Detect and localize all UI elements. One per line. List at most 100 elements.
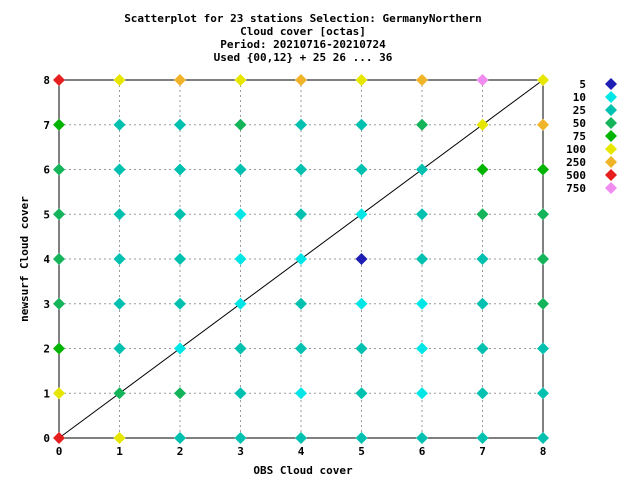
data-point [174, 342, 186, 355]
legend-label: 25 [573, 104, 586, 117]
legend-marker [605, 143, 617, 155]
data-point [234, 253, 247, 265]
data-point [476, 297, 489, 310]
data-point [537, 432, 549, 444]
data-point [355, 297, 368, 310]
y-tick-label: 7 [43, 119, 50, 132]
x-tick-label: 2 [177, 445, 184, 458]
data-point [476, 118, 489, 131]
data-point [295, 74, 307, 86]
data-point [295, 118, 307, 131]
title-line-1: Scatterplot for 23 stations Selection: G… [124, 12, 482, 25]
y-tick-label: 5 [43, 208, 50, 221]
data-point [53, 163, 65, 176]
data-point [476, 342, 489, 355]
data-point [174, 387, 186, 400]
title-line-3: Period: 20210716-20210724 [220, 38, 386, 51]
x-tick-label: 3 [237, 445, 244, 458]
y-tick-label: 2 [43, 343, 50, 356]
data-point [355, 253, 368, 265]
data-point [476, 163, 489, 176]
data-point [355, 118, 368, 131]
data-point [234, 432, 247, 444]
data-point [537, 253, 549, 265]
data-point [416, 74, 428, 86]
data-point [476, 432, 489, 444]
data-point [476, 387, 489, 400]
data-point [416, 208, 428, 221]
data-point [113, 297, 126, 310]
legend-marker [605, 169, 617, 181]
legend-label: 250 [566, 156, 586, 169]
data-point [416, 118, 428, 131]
data-point [295, 297, 307, 310]
data-point [416, 432, 428, 444]
data-point [537, 342, 549, 355]
data-point [234, 163, 247, 176]
legend-label: 100 [566, 143, 586, 156]
data-point [537, 297, 549, 310]
data-point [476, 208, 489, 221]
data-point [355, 74, 368, 86]
data-point [234, 118, 247, 131]
data-point [113, 342, 126, 355]
data-point [355, 208, 368, 221]
title-line-4: Used {00,12} + 25 26 ... 36 [214, 51, 393, 64]
data-point [113, 387, 126, 400]
data-point [234, 208, 247, 221]
data-point [295, 208, 307, 221]
legend-marker [605, 91, 617, 103]
legend-label: 50 [573, 117, 586, 130]
x-tick-label: 0 [56, 445, 63, 458]
x-tick-label: 7 [479, 445, 486, 458]
title-line-2: Cloud cover [octas] [240, 25, 366, 38]
data-point [355, 387, 368, 400]
x-axis-title: OBS Cloud cover [253, 464, 353, 477]
data-point [174, 253, 186, 265]
x-tick-label: 6 [419, 445, 426, 458]
data-point [537, 208, 549, 221]
data-point [174, 432, 186, 444]
data-point [174, 297, 186, 310]
data-point [174, 208, 186, 221]
data-point [537, 118, 549, 131]
y-tick-label: 4 [43, 253, 50, 266]
data-point [53, 432, 65, 444]
data-point [174, 118, 186, 131]
data-point [53, 118, 65, 131]
data-point [234, 342, 247, 355]
legend-marker [605, 156, 617, 168]
data-point [113, 118, 126, 131]
data-point [416, 253, 428, 265]
data-point [295, 342, 307, 355]
data-points [53, 74, 549, 444]
data-point [476, 253, 489, 265]
data-point [234, 387, 247, 400]
data-point [355, 342, 368, 355]
x-tick-label: 1 [116, 445, 123, 458]
data-point [53, 74, 65, 86]
legend-label: 750 [566, 182, 586, 195]
data-point [53, 208, 65, 221]
data-point [174, 74, 186, 86]
y-tick-label: 0 [43, 432, 50, 445]
data-point [295, 163, 307, 176]
legend-label: 500 [566, 169, 586, 182]
data-point [416, 387, 428, 400]
x-tick-label: 4 [298, 445, 305, 458]
y-tick-label: 3 [43, 298, 50, 311]
data-point [295, 387, 307, 400]
data-point [295, 432, 307, 444]
data-point [53, 387, 65, 400]
legend-marker [605, 182, 617, 194]
y-tick-label: 6 [43, 164, 50, 177]
legend-marker [605, 104, 617, 116]
data-point [113, 432, 126, 444]
data-point [113, 253, 126, 265]
legend-marker [605, 78, 617, 90]
chart-title: Scatterplot for 23 stations Selection: G… [124, 12, 482, 64]
legend-marker [605, 130, 617, 142]
